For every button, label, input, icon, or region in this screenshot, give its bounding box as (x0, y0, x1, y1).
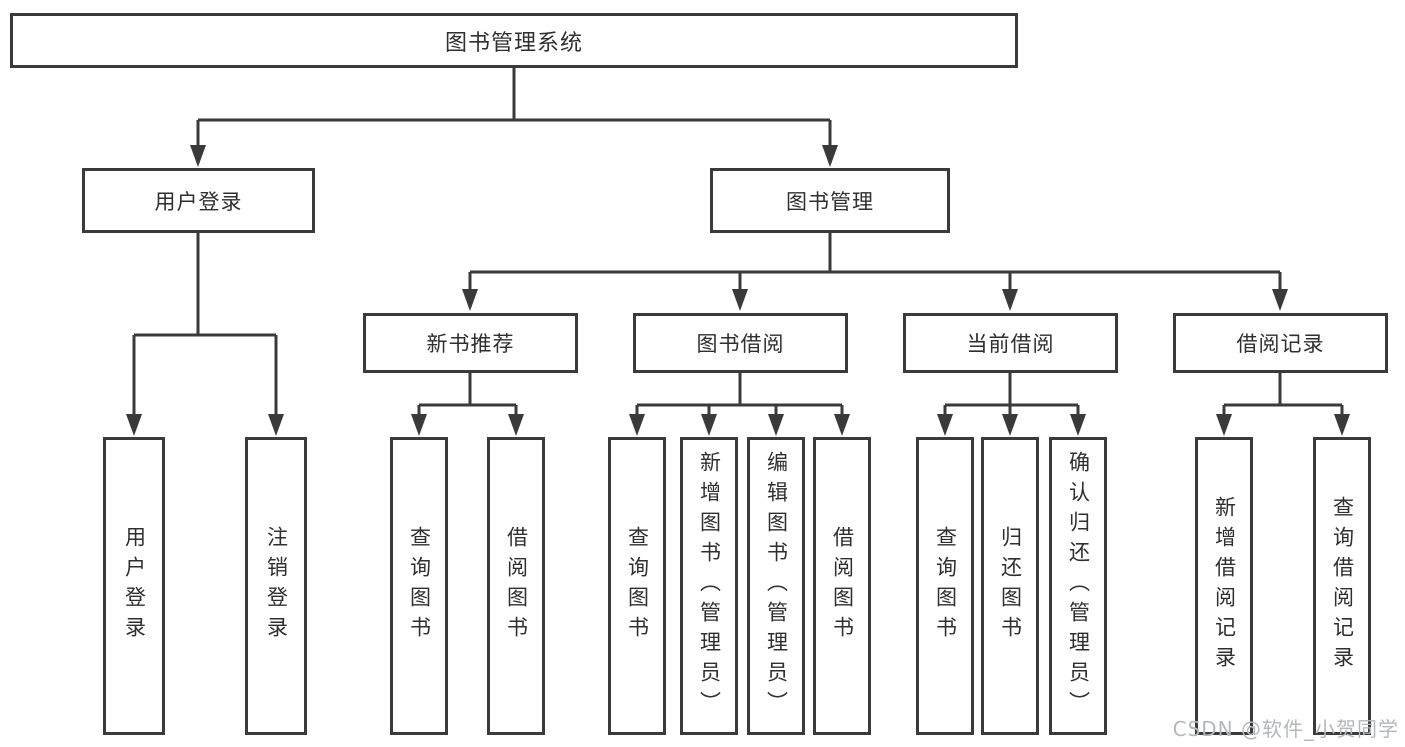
connector-borrowrecord-to-leaves (1222, 373, 1344, 420)
node-leaf-logout: 注销登录 (245, 437, 307, 735)
connector-bookborrow-to-leaves (635, 373, 844, 420)
arrow-down-icon (1002, 289, 1018, 311)
node-borrowing-records: 借阅记录 (1173, 313, 1388, 373)
node-leaf-add-book-admin: 新增图书（管理员） (680, 437, 738, 735)
leaf-label: 查询图书 (407, 526, 432, 646)
arrow-down-icon (462, 289, 478, 311)
node-leaf-user-login: 用户登录 (103, 437, 165, 735)
leaf-label: 注销登录 (264, 526, 289, 646)
node-leaf-confirm-return-admin: 确认归还（管理员） (1049, 437, 1107, 735)
leaf-label: 新增借阅记录 (1212, 496, 1237, 676)
arrow-down-icon (508, 414, 524, 436)
leaf-label: 用户登录 (122, 526, 147, 646)
node-leaf-query-borrow-record: 查询借阅记录 (1313, 437, 1371, 735)
arrow-down-icon (937, 414, 953, 436)
arrowheads (126, 145, 1350, 436)
arrow-down-icon (701, 414, 717, 436)
node-leaf-query-books-3: 查询图书 (916, 437, 974, 735)
arrow-down-icon (1216, 414, 1232, 436)
arrow-down-icon (411, 414, 427, 436)
connector-currentborrow-to-leaves (943, 373, 1080, 420)
arrow-down-icon (834, 414, 850, 436)
node-book-borrowing: 图书借阅 (633, 313, 848, 373)
arrow-down-icon (629, 414, 645, 436)
node-leaf-query-books-1: 查询图书 (390, 437, 448, 735)
node-leaf-return-books: 归还图书 (981, 437, 1039, 735)
arrow-down-icon (1002, 414, 1018, 436)
arrow-down-icon (190, 145, 206, 167)
node-leaf-borrow-books-2: 借阅图书 (813, 437, 871, 735)
node-leaf-borrow-books-1: 借阅图书 (487, 437, 545, 735)
arrow-down-icon (268, 414, 284, 436)
node-leaf-query-books-2: 查询图书 (608, 437, 666, 735)
arrow-down-icon (822, 145, 838, 167)
node-leaf-edit-book-admin: 编辑图书（管理员） (747, 437, 805, 735)
arrow-down-icon (1334, 414, 1350, 436)
node-current-borrowing: 当前借阅 (903, 313, 1118, 373)
connector-newbook-to-leaves (417, 373, 518, 420)
arrow-down-icon (768, 414, 784, 436)
node-user-login-branch: 用户登录 (82, 168, 315, 233)
arrow-down-icon (126, 414, 142, 436)
node-leaf-add-borrow-record: 新增借阅记录 (1195, 437, 1253, 735)
leaf-label: 编辑图书（管理员） (764, 451, 789, 721)
connector-userlogin-to-leaves (132, 233, 278, 420)
csdn-watermark: CSDN @软件_小贺同学 (1172, 717, 1399, 741)
leaf-label: 查询图书 (625, 526, 650, 646)
connector-bookmgmt-to-level3 (468, 233, 1282, 296)
arrow-down-icon (1272, 289, 1288, 311)
arrow-down-icon (1070, 414, 1086, 436)
leaf-label: 新增图书（管理员） (697, 451, 722, 721)
connector-root-to-level2 (196, 68, 832, 152)
leaf-label: 查询借阅记录 (1330, 496, 1355, 676)
leaf-label: 借阅图书 (830, 526, 855, 646)
node-book-management: 图书管理 (710, 168, 950, 233)
leaf-label: 查询图书 (933, 526, 958, 646)
arrow-down-icon (732, 289, 748, 311)
leaf-label: 确认归还（管理员） (1066, 451, 1091, 721)
node-new-book-recommend: 新书推荐 (363, 313, 578, 373)
leaf-label: 归还图书 (998, 526, 1023, 646)
node-library-system: 图书管理系统 (10, 13, 1018, 68)
leaf-label: 借阅图书 (504, 526, 529, 646)
